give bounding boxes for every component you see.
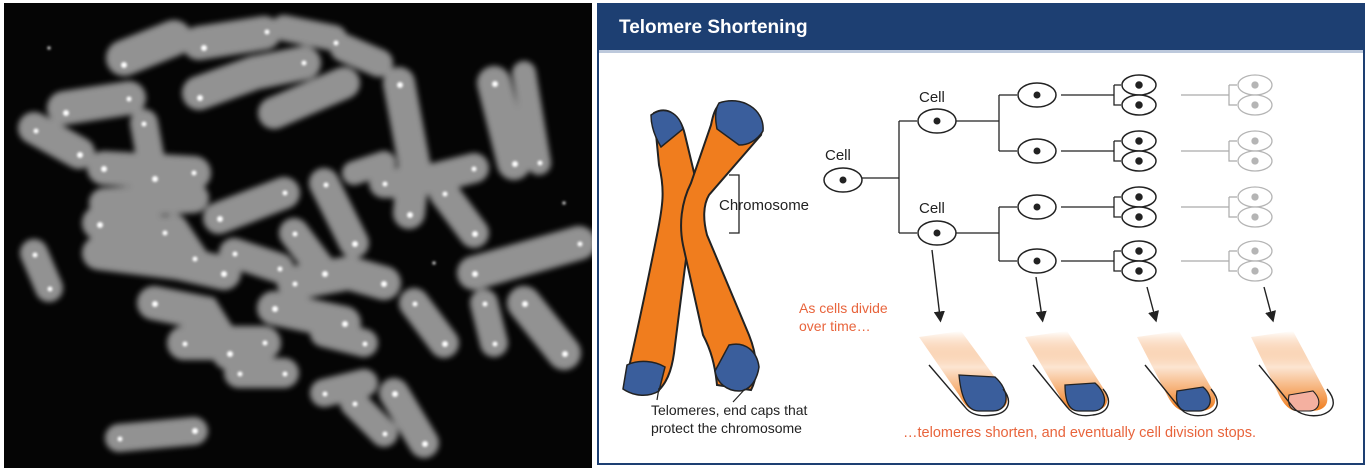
cells-gen4-faded [1237,74,1273,282]
telomere-stage-2 [1025,331,1110,417]
cell-label-root: Cell [825,147,851,164]
cell-label-bottom: Cell [919,200,945,217]
telomere-cap-bottom-right [714,343,760,392]
chromosome-arm-left [623,109,699,392]
chromosome-arm-right [680,102,763,392]
telomeres-label-line1: Telomeres, end caps that [651,402,808,418]
panel-header: Telomere Shortening [599,5,1363,50]
telomere-stage-4 [1251,331,1334,417]
telomere-stage-1 [919,331,1010,417]
chromosome-micrograph [4,3,592,468]
cell-gen2-a [1017,82,1057,108]
telomere-cap-top-right [714,100,764,146]
cell-label-top: Cell [919,89,945,106]
cell-gen2-d [1017,248,1057,274]
chromosome-bracket [729,174,740,234]
telomere-cap-top-left [650,109,684,149]
telomere-diagram-panel: Telomere Shortening Chromosome [597,3,1365,465]
faded-lineage-branches [1181,84,1237,272]
header-divider [599,50,1363,53]
cell-lineage-tree [861,84,1121,272]
divide-label-line2: over time… [799,318,871,334]
chromosome-illustration [622,100,764,396]
cells [823,82,1057,274]
cell-root [823,167,863,193]
micrograph-image [18,15,592,458]
panel-title: Telomere Shortening [619,17,808,38]
telomeres-label-line2: protect the chromosome [651,420,802,436]
cell-gen2-c [1017,194,1057,220]
shorten-label: …telomeres shorten, and eventually cell … [903,425,1256,441]
telomere-pointer-right [732,388,746,403]
telomere-diagram: Chromosome Telomeres, end caps that prot… [622,74,1334,441]
telomere-pointer-left [656,387,660,401]
cell-gen1-top [917,108,957,134]
divide-label-line1: As cells divide [799,300,888,316]
cells-gen3 [1121,74,1157,282]
cell-gen1-bottom [917,220,957,246]
cell-gen2-b [1017,138,1057,164]
chromosome-label: Chromosome [719,197,809,214]
telomere-stage-3 [1137,331,1218,417]
progression-arrows [931,249,1276,323]
